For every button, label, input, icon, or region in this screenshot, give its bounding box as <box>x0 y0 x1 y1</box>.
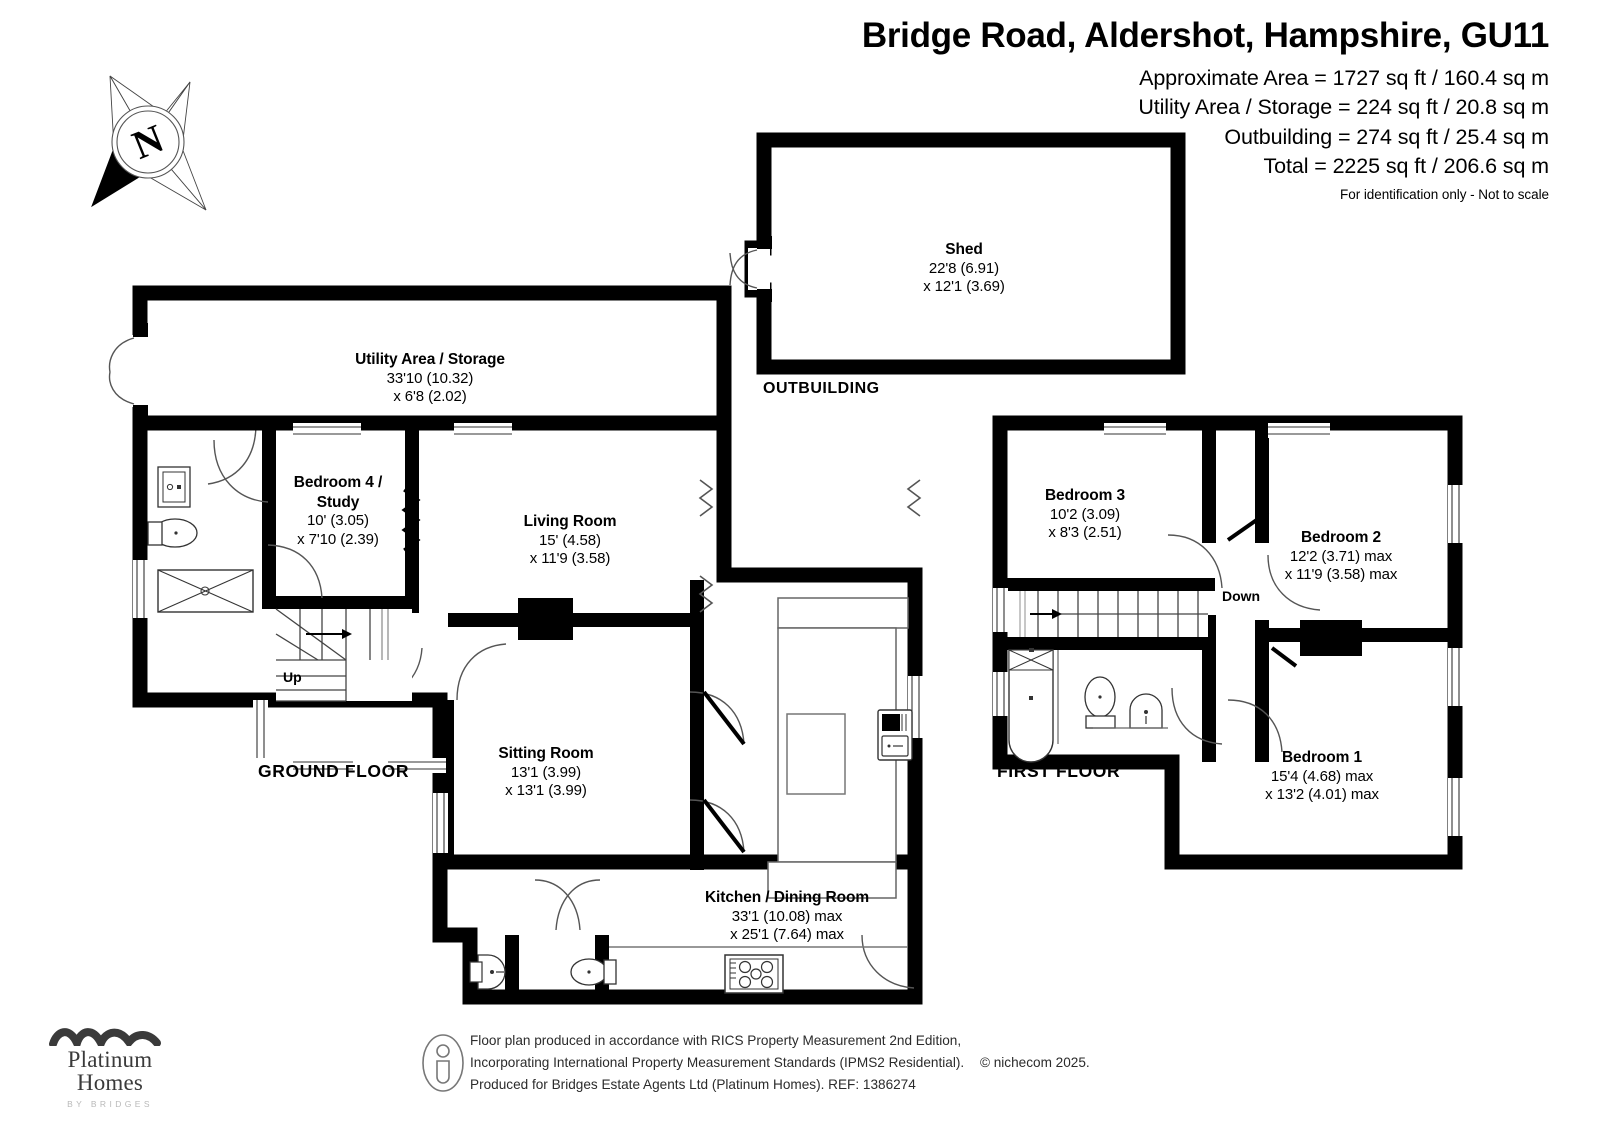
logo-subtitle: BY BRIDGES <box>67 1098 153 1109</box>
logo-line-1: Platinum <box>67 1047 153 1072</box>
room-label-living-room: Living Room 15' (4.58) x 11'9 (3.58) <box>523 513 617 568</box>
logo-line-2: Homes <box>76 1070 144 1096</box>
room-label-bedroom1: Bedroom 1 15'4 (4.68) max x 13'2 (4.01) … <box>1265 749 1379 804</box>
first-staircase <box>1008 591 1208 637</box>
kitchen-hob <box>724 954 784 994</box>
footer-line-3: Produced for Bridges Estate Agents Ltd (… <box>470 1077 916 1093</box>
area-summary: Approximate Area = 1727 sq ft / 160.4 sq… <box>689 64 1549 181</box>
door-swings-ground <box>213 439 915 989</box>
logo-roof-icon <box>49 1028 161 1046</box>
header: Bridge Road, Aldershot, Hampshire, GU11 … <box>689 16 1549 202</box>
room-label-sitting-room: Sitting Room 13'1 (3.99) x 13'1 (3.99) <box>498 745 594 800</box>
footer-disclaimer: Floor plan produced in accordance with R… <box>470 1030 1090 1096</box>
footer-line-2: Incorporating International Property Mea… <box>470 1055 965 1071</box>
door-leaves-ground <box>702 690 746 854</box>
scale-notice: For identification only - Not to scale <box>1340 187 1549 203</box>
footer-line-1: Floor plan produced in accordance with R… <box>470 1033 962 1048</box>
footer-line-2-wrap: Incorporating International Property Mea… <box>470 1052 1090 1074</box>
platinum-homes-logo: Platinum Homes BY BRIDGES <box>30 1024 190 1109</box>
room-label-bedroom4: Bedroom 4 / Study 10' (3.05) x 7'10 (2.3… <box>293 474 383 548</box>
room-label-bedroom2: Bedroom 2 12'2 (3.71) max x 11'9 (3.58) … <box>1284 529 1398 584</box>
windows-ground <box>133 423 923 853</box>
caption-ground-floor: GROUND FLOOR <box>258 761 410 781</box>
ground-bathroom-fixtures <box>147 466 254 613</box>
door-leaves-first <box>1226 510 1298 668</box>
stair-direction-up: Up <box>283 669 302 685</box>
room-label-shed: Shed 22'8 (6.91) x 12'1 (3.69) <box>923 241 1005 296</box>
footer-copyright: © nichecom 2025. <box>979 1055 1090 1071</box>
area-line-approximate: Approximate Area = 1727 sq ft / 160.4 sq… <box>1139 66 1549 91</box>
folding-door-indicator <box>401 488 421 552</box>
outbuilding-shed <box>729 132 1186 375</box>
area-line-outbuilding: Outbuilding = 274 sq ft / 25.4 sq m <box>1224 124 1549 149</box>
floor-plan-drawing <box>108 132 1463 1005</box>
caption-first-floor: FIRST FLOOR <box>997 761 1121 781</box>
ground-staircase <box>275 608 412 702</box>
area-line-utility: Utility Area / Storage = 224 sq ft / 20.… <box>1138 95 1549 120</box>
stair-direction-down: Down <box>1222 588 1261 604</box>
folding-door-indicator-2 <box>698 479 922 613</box>
caption-outbuilding: OUTBUILDING <box>763 380 880 397</box>
kitchen-appliance <box>877 709 913 761</box>
windows-first <box>993 423 1463 836</box>
ground-floor-plan <box>108 285 923 1005</box>
compass-rose-icon: N <box>78 70 218 215</box>
cloakroom-fixtures <box>469 954 617 990</box>
person-icon <box>420 1032 466 1094</box>
area-line-total: Total = 2225 sq ft / 206.6 sq m <box>1263 153 1549 178</box>
room-label-kitchen-dining: Kitchen / Dining Room 33'1 (10.08) max x… <box>704 889 870 944</box>
first-floor-plan <box>992 415 1463 870</box>
page-title: Bridge Road, Aldershot, Hampshire, GU11 <box>861 16 1549 55</box>
kitchen-island <box>786 713 846 795</box>
room-label-bedroom3: Bedroom 3 10'2 (3.09) x 8'3 (2.51) <box>1044 487 1126 542</box>
room-label-utility: Utility Area / Storage 33'10 (10.32) x 6… <box>355 351 505 406</box>
first-bathroom-fixtures <box>1008 648 1168 763</box>
door-swings-first <box>1167 534 1321 753</box>
